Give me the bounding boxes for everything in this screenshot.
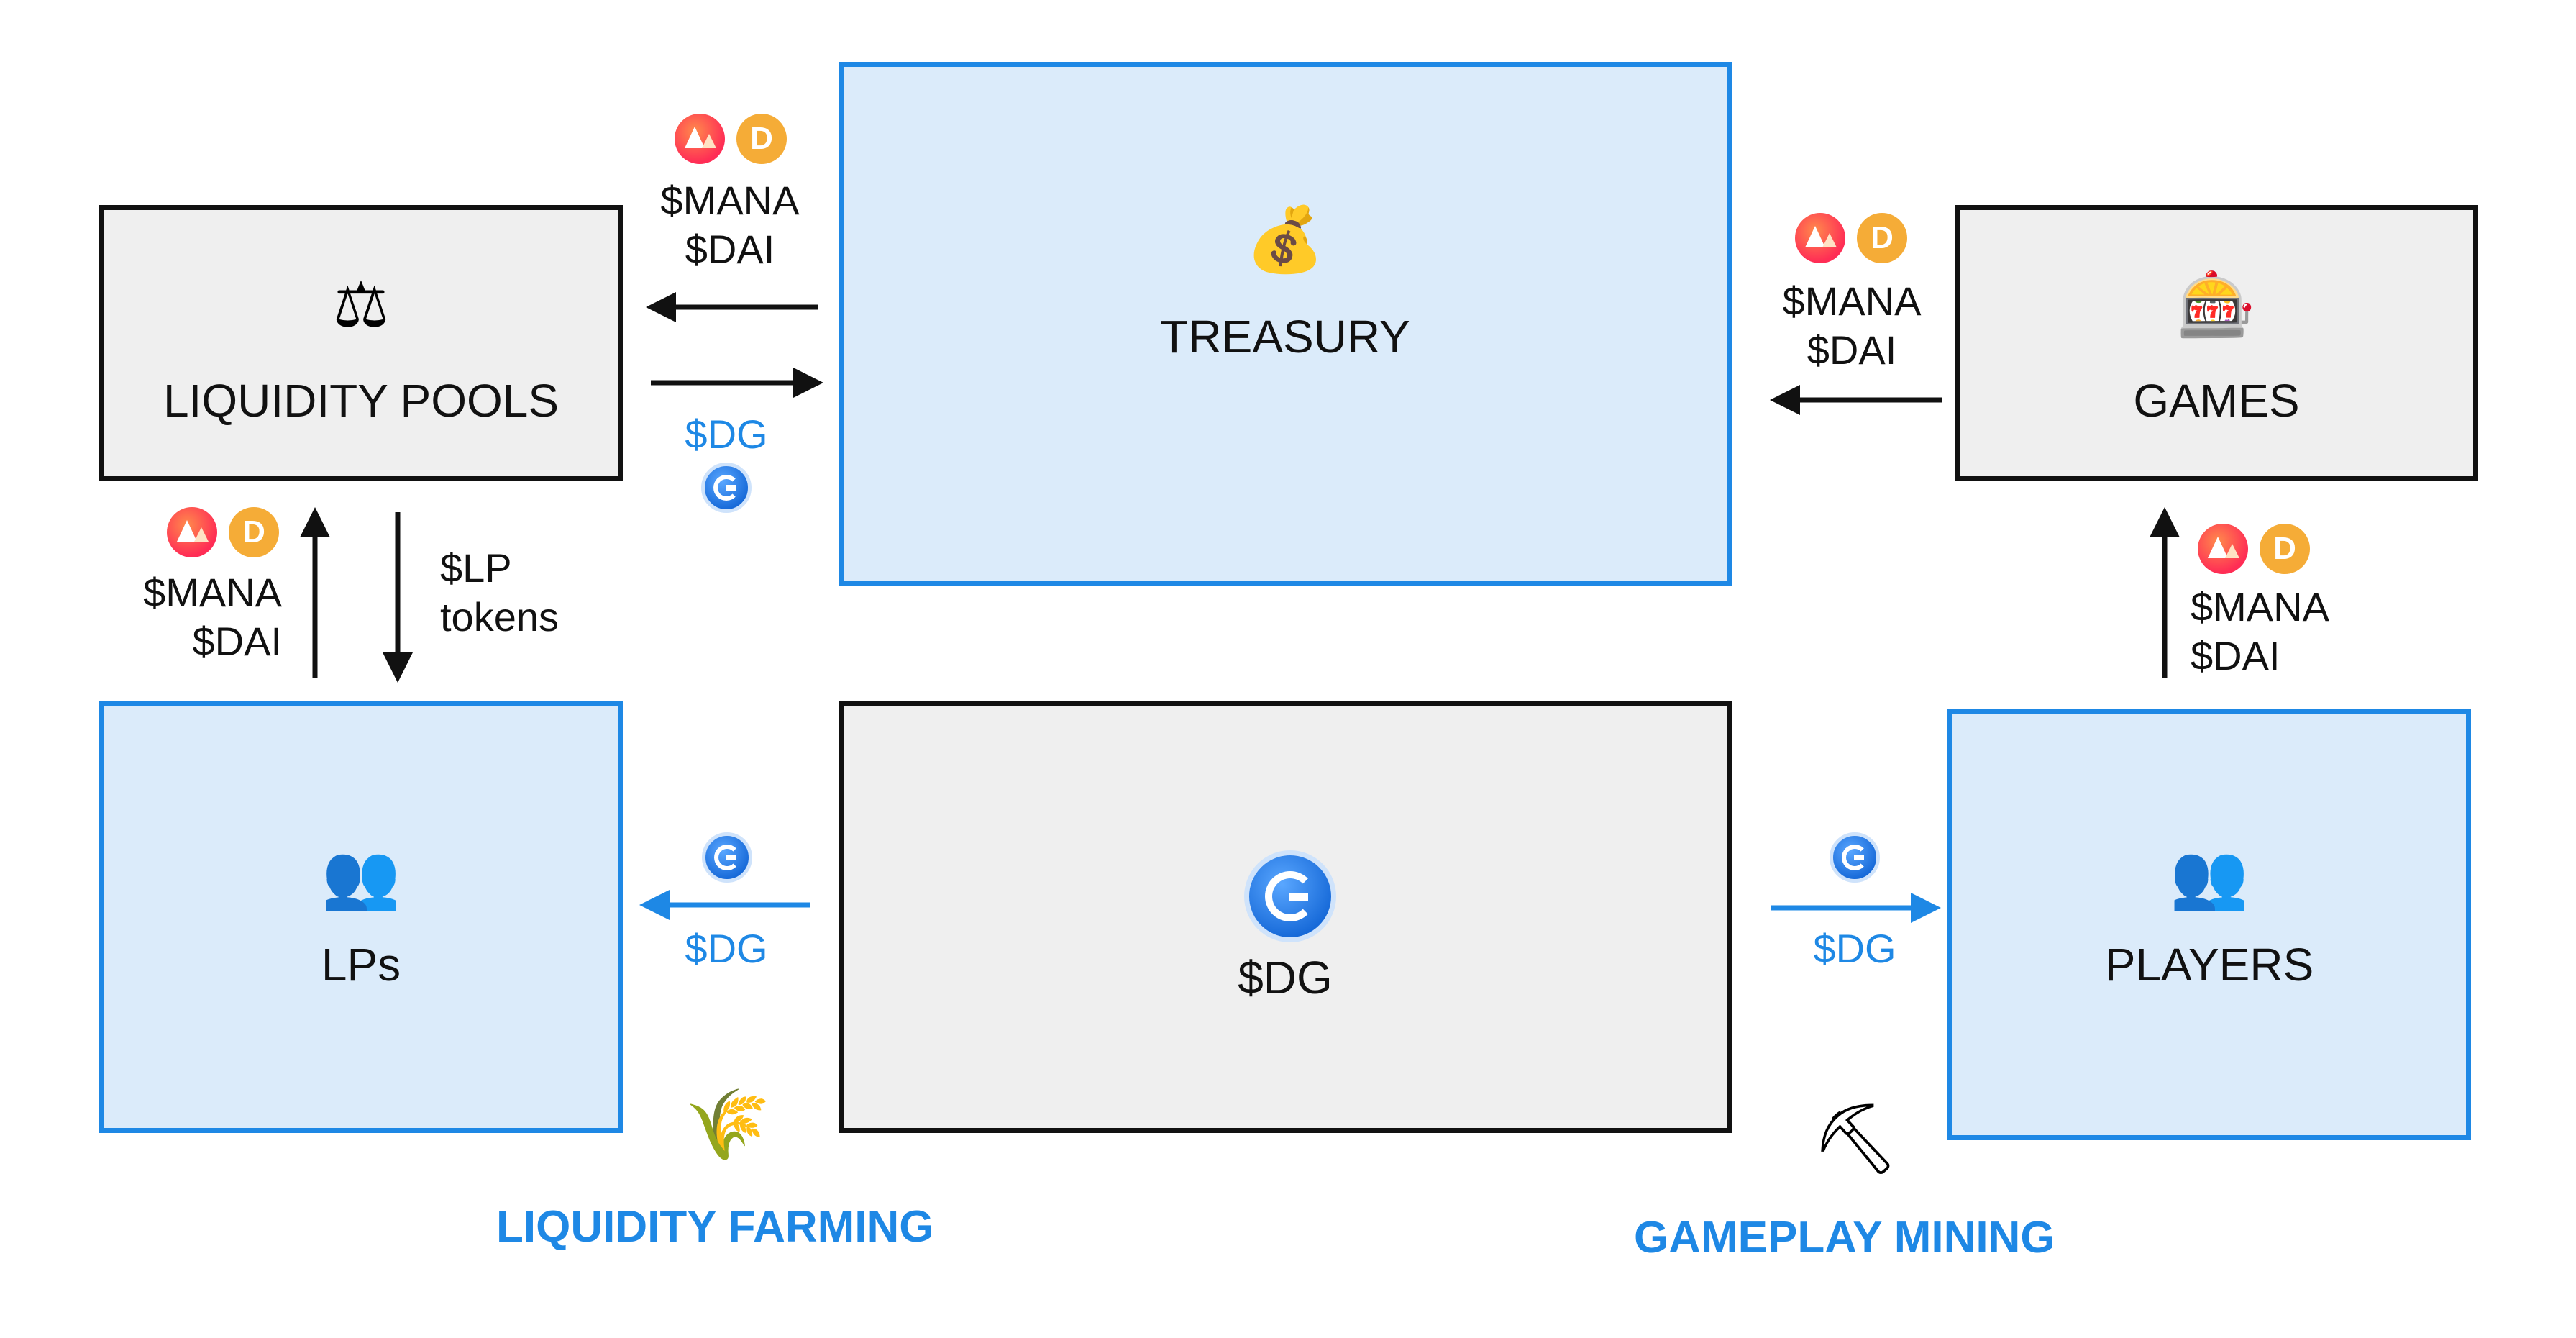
gameplay-mining-label: GAMEPLAY MINING [1634,1213,2055,1262]
lps-box: 👥 LPs [99,701,623,1133]
mana-token-icon [675,114,725,164]
dg-label: $DG [1238,952,1333,1004]
flow-dai-label: $DAI [1807,327,1897,373]
dg-box: $DG [839,701,1732,1133]
rice-plant-icon: 🌾 [685,1084,771,1165]
dai-token-icon: D [2260,524,2310,574]
flow-dai-label: $DAI [685,227,775,272]
flow-treasury-to-pools-text: $MANA $DAI [647,176,813,274]
dg-token-icon [701,463,752,513]
flow-players-to-games-text: $MANA $DAI [2191,583,2349,681]
balance-scale-icon: ⚖ [332,268,390,342]
flow-tokens-label: tokens [440,594,559,640]
flow-dai-label: $DAI [2191,633,2280,678]
liquidity-farming-label: LIQUIDITY FARMING [496,1202,934,1252]
dg-token-icon [1244,850,1336,942]
money-bag-icon: 💰 [1246,202,1325,276]
treasury-label: TREASURY [1160,311,1410,363]
users-icon: 👥 [321,839,401,913]
flow-dai-label: $DAI [192,619,283,664]
players-label: PLAYERS [2104,939,2314,991]
games-label: GAMES [2133,375,2300,427]
flow-mana-label: $MANA [143,570,282,615]
pickaxe-icon: ⛏ [1812,1098,1899,1179]
mana-token-icon [2198,524,2248,574]
flow-mana-label: $MANA [1782,278,1922,324]
flow-lp-label: $LP [440,545,512,591]
liquidity-pools-box: ⚖ LIQUIDITY POOLS [99,205,623,481]
dai-token-icon: D [229,507,279,558]
flow-pools-to-lps-text: $LP tokens [440,544,598,642]
flow-lps-to-pools-text: $MANA $DAI [115,568,282,666]
dai-token-icon: D [1857,213,1907,263]
flow-pools-to-treasury-label: $DG [685,411,768,457]
flow-dg-to-players-label: $DG [1813,926,1896,971]
players-box: 👥 PLAYERS [1947,709,2471,1140]
dg-token-icon [1830,832,1880,883]
flow-dg-to-lps-label: $DG [685,926,768,971]
slot-machine-icon: 🎰 [2177,268,2256,342]
flow-games-to-treasury-text: $MANA $DAI [1769,277,1935,375]
mana-token-icon [167,507,217,558]
users-icon: 👥 [2170,839,2249,913]
flow-mana-label: $MANA [660,178,800,223]
lps-label: LPs [321,939,401,991]
treasury-box: 💰 TREASURY [839,62,1732,586]
dai-token-icon: D [736,114,787,164]
liquidity-pools-label: LIQUIDITY POOLS [163,375,559,427]
mana-token-icon [1795,213,1845,263]
games-box: 🎰 GAMES [1955,205,2478,481]
dg-token-icon [702,832,752,883]
flow-mana-label: $MANA [2191,584,2329,629]
